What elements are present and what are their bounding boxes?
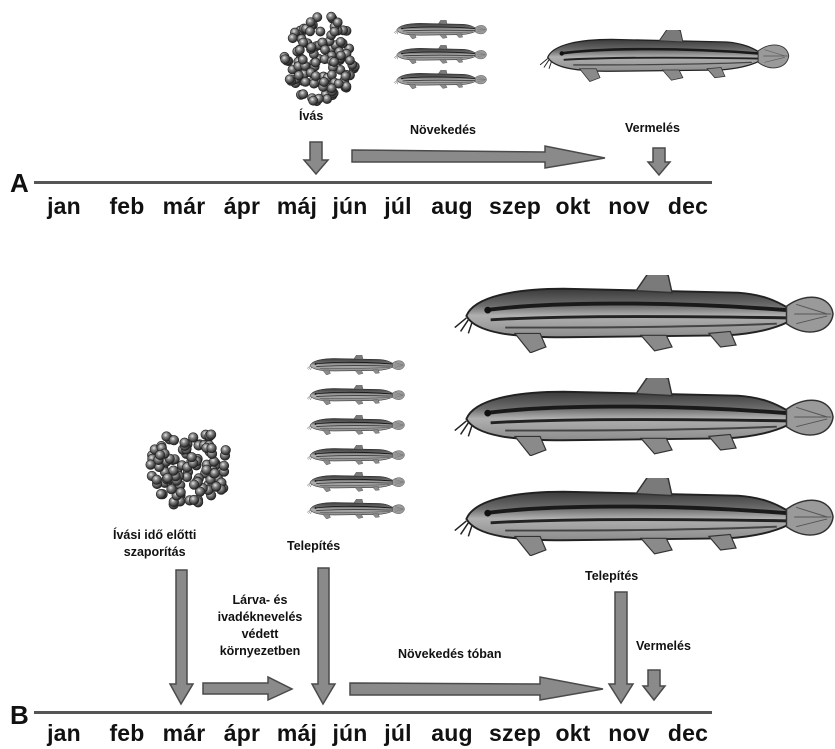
egg (156, 489, 166, 499)
month-label: feb (109, 720, 144, 747)
egg (169, 435, 179, 445)
egg (152, 475, 162, 485)
pre-spawning-down-arrow (170, 570, 193, 704)
month-label: júl (384, 720, 411, 747)
egg (155, 450, 165, 460)
label-rearing: Lárva- és ivadéknevelés védett környezet… (200, 592, 320, 660)
label-pre-spawning-line1: Ívási idő előtti (113, 527, 196, 544)
label-rearing-line4: környezetben (200, 643, 320, 660)
egg (219, 461, 229, 471)
rearing-right-arrow (203, 677, 292, 700)
egg (206, 430, 216, 440)
egg (189, 495, 199, 505)
month-label: aug (431, 720, 473, 747)
egg (180, 438, 190, 448)
egg-cluster-b (146, 430, 231, 509)
pond-growth-right-arrow (350, 677, 603, 700)
month-label: máj (277, 720, 317, 747)
egg (189, 480, 199, 490)
wintering-down-arrow-b (643, 670, 665, 700)
month-label: nov (608, 720, 650, 747)
juvenile-fish-stack-b (307, 354, 405, 520)
egg (207, 443, 217, 453)
stocking-late-down-arrow (609, 592, 633, 703)
label-rearing-line3: védett (200, 626, 320, 643)
egg (210, 469, 220, 479)
label-pre-spawning: Ívási idő előtti szaporítás (113, 527, 196, 561)
timeline-axis-b (34, 711, 712, 714)
adult-fish-stack-b (455, 269, 833, 555)
label-rearing-line2: ivadéknevelés (200, 609, 320, 626)
label-stocking-early: Telepítés (287, 538, 340, 555)
egg (176, 488, 186, 498)
egg (211, 482, 221, 492)
month-label: okt (555, 720, 590, 747)
egg (188, 433, 198, 443)
month-label: ápr (224, 720, 260, 747)
label-stocking-late: Telepítés (585, 568, 638, 585)
month-label: jan (47, 720, 81, 747)
month-label: szep (489, 720, 541, 747)
label-rearing-line1: Lárva- és (200, 592, 320, 609)
label-pond-growth: Növekedés tóban (398, 646, 502, 663)
egg (169, 466, 179, 476)
month-label: dec (668, 720, 708, 747)
egg (187, 452, 197, 462)
month-row-b: jan feb már ápr máj jún júl aug szep okt… (0, 720, 835, 749)
egg (167, 484, 177, 494)
month-label: már (163, 720, 206, 747)
egg (221, 445, 231, 455)
label-pre-spawning-line2: szaporítás (113, 544, 196, 561)
month-label: jún (332, 720, 367, 747)
label-wintering-b: Vermelés (636, 638, 691, 655)
